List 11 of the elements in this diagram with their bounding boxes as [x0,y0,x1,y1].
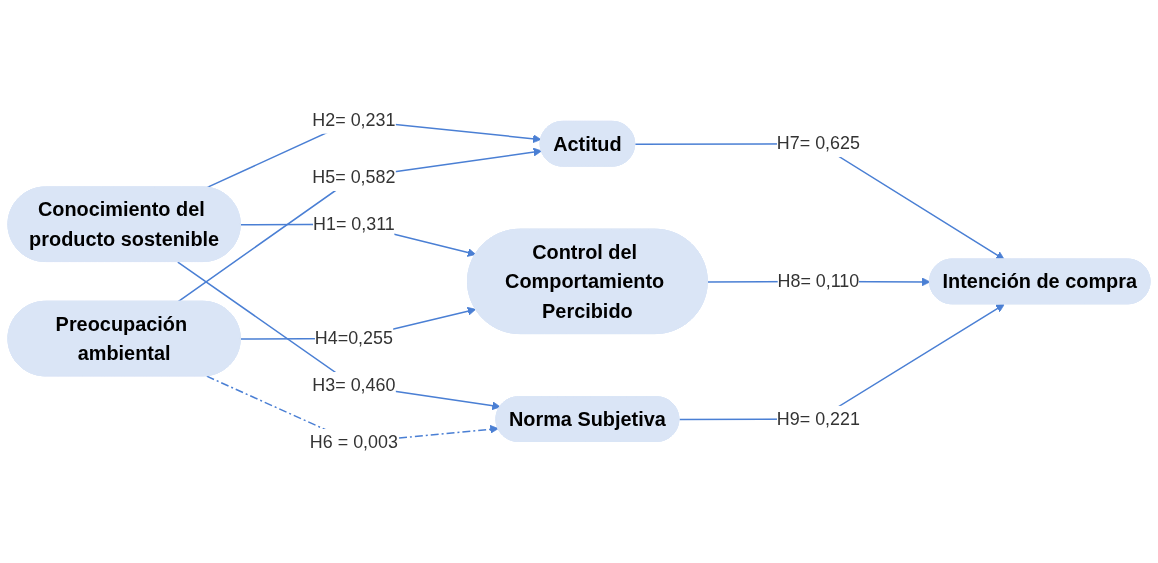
edge-label: H5= 0,582 [312,167,396,188]
edge-label: H4=0,255 [314,328,393,349]
arrow [177,261,501,411]
edge-label: H8= 0,110 [777,271,860,291]
edge-label: H9= 0,221 [776,408,860,429]
edge-label: H7= 0,625 [776,133,860,154]
edge-label: H2= 0,231 [312,110,396,130]
edge-label: H1= 0,311 [313,213,395,234]
edge-label: H3= 0,460 [312,374,396,395]
arrow [177,147,543,303]
edge-label: H6 = 0,003 [309,432,398,452]
